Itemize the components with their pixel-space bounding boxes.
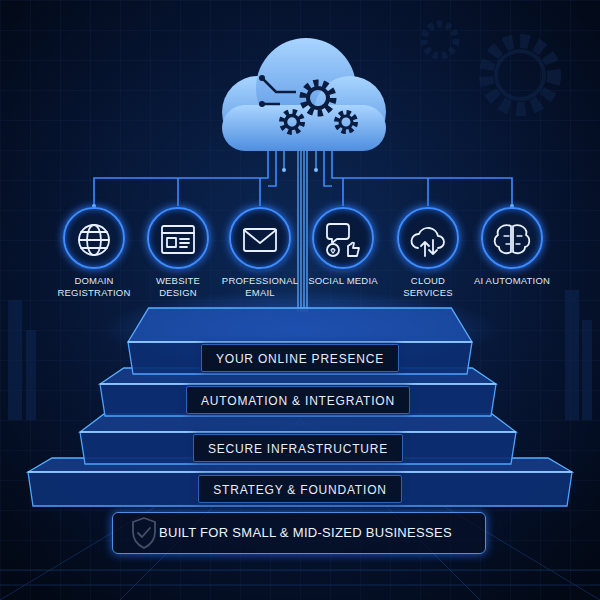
service-label: CLOUD SERVICES	[386, 275, 470, 299]
globe-icon	[79, 225, 109, 255]
icon-ring	[481, 207, 543, 269]
band-edge-glow	[128, 341, 472, 343]
icon-ring	[229, 207, 291, 269]
service-node: SOCIAL MEDIA	[301, 207, 385, 287]
layer-label: STRATEGY & FOUNDATION	[213, 483, 386, 497]
band-front-face	[128, 342, 472, 374]
service-node: PROFESSIONAL EMAIL	[218, 207, 302, 299]
label-plate: AUTOMATION & INTEGRATION	[186, 386, 410, 414]
service-label: WEBSITE DESIGN	[136, 275, 220, 299]
service-label: AI AUTOMATION	[470, 275, 554, 287]
icon-ring	[312, 207, 374, 269]
envelope-icon	[244, 229, 276, 251]
layer-label: AUTOMATION & INTEGRATION	[201, 394, 395, 408]
floor-grid	[0, 420, 600, 600]
skyline	[8, 290, 592, 420]
social-icon	[327, 224, 359, 256]
icon-ring	[147, 207, 209, 269]
service-node: AI AUTOMATION	[470, 207, 554, 287]
banner-box: BUILT FOR SMALL & MID-SIZED BUSINESSES	[112, 512, 486, 554]
service-label: SOCIAL MEDIA	[301, 275, 385, 287]
banner-label: BUILT FOR SMALL & MID-SIZED BUSINESSES	[159, 525, 452, 541]
layer-label: SECURE INFRASTRUCTURE	[208, 442, 388, 456]
band-front-face	[80, 432, 516, 464]
wire-dots	[92, 168, 514, 208]
service-node: WEBSITE DESIGN	[136, 207, 220, 299]
layer-label: YOUR ONLINE PRESENCE	[216, 352, 384, 366]
label-plate: SECURE INFRASTRUCTURE	[193, 434, 403, 462]
cloud-illustration	[222, 38, 386, 151]
layer-band: YOUR ONLINE PRESENCE	[128, 308, 472, 374]
faint-gear	[424, 24, 554, 109]
label-plate: STRATEGY & FOUNDATION	[198, 475, 401, 503]
layer-band: STRATEGY & FOUNDATION	[28, 458, 572, 506]
band-edge-glow	[28, 471, 572, 473]
layer-band: SECURE INFRASTRUCTURE	[80, 414, 516, 464]
brain-icon	[495, 225, 530, 253]
band-top-face	[100, 368, 496, 384]
service-label: PROFESSIONAL EMAIL	[218, 275, 302, 299]
cloud-sync-icon	[411, 228, 444, 256]
icon-discs	[63, 209, 543, 271]
layer-band: AUTOMATION & INTEGRATION	[100, 368, 496, 416]
band-top-face	[28, 458, 572, 472]
band-front-face	[100, 384, 496, 416]
label-plate: YOUR ONLINE PRESENCE	[201, 344, 399, 372]
service-node: DOMAIN REGISTRATION	[52, 207, 136, 299]
band-top-face	[80, 414, 516, 432]
band-top-face	[128, 308, 472, 342]
wires	[94, 146, 512, 206]
browser-icon	[162, 226, 194, 253]
icon-ring	[397, 207, 459, 269]
service-label: DOMAIN REGISTRATION	[52, 275, 136, 299]
service-node: CLOUD SERVICES	[386, 207, 470, 299]
band-edge-glow	[100, 383, 496, 385]
icon-ring	[63, 207, 125, 269]
band-edge-glow	[80, 431, 516, 433]
band-front-face	[28, 472, 572, 506]
